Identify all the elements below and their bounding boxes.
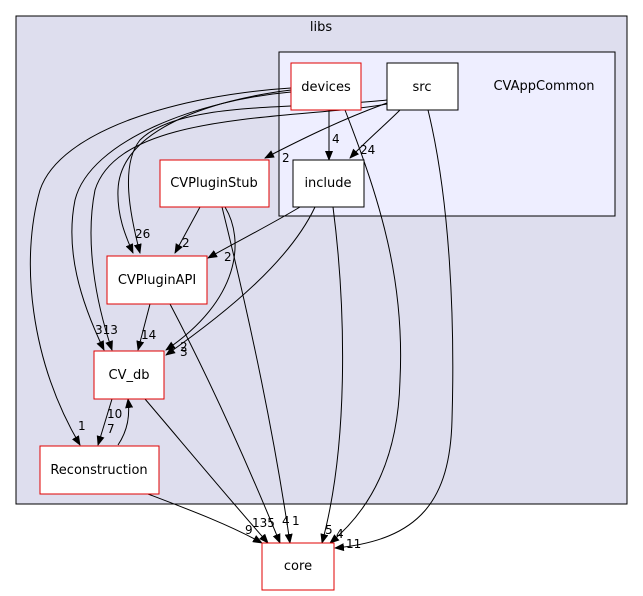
edge-label-include-cvdb: 3 <box>180 345 188 359</box>
node-reconstruction-label: Reconstruction <box>50 463 147 478</box>
node-cvpluginstub[interactable]: CVPluginStub <box>159 159 270 208</box>
edge-src-cvdb <box>90 103 388 351</box>
edge-label-core-11: 11 <box>346 537 361 551</box>
node-core[interactable]: core <box>261 542 335 591</box>
node-include[interactable]: include <box>292 159 365 208</box>
node-core-label: core <box>284 559 312 574</box>
edge-devices-reconstruction <box>29 87 292 446</box>
edge-src-cvpluginstub <box>264 102 388 159</box>
edge-label-devices-include: 4 <box>332 132 340 146</box>
edge-label-core-5: 5 <box>325 523 333 537</box>
edge-label-core-135: 135 <box>252 516 275 530</box>
edge-label-core-4a: 4 <box>282 514 290 528</box>
node-src[interactable]: src <box>386 62 459 111</box>
edge-devices-core <box>329 109 402 544</box>
edge-api-core <box>169 303 281 544</box>
edge-label-stub-cvdb: 2 <box>180 340 188 354</box>
edge-label-devices-reconstruction: 1 <box>78 419 86 433</box>
node-cvpluginstub-label: CVPluginStub <box>170 176 258 191</box>
edge-reconstruction-core <box>147 493 263 544</box>
edge-stub-core <box>221 206 293 544</box>
edge-label-api-26: 26 <box>135 227 150 241</box>
cvappcommon-cluster-label: CVAppCommon <box>493 79 594 94</box>
libs-cluster-label: libs <box>310 20 332 35</box>
edge-label-core-9: 9 <box>245 523 253 537</box>
edge-stub-api <box>174 206 201 254</box>
edge-src-include <box>349 109 401 159</box>
edge-label-api-cvdb: 14 <box>141 328 156 342</box>
node-cvpluginapi[interactable]: CVPluginAPI <box>106 255 208 305</box>
node-src-label: src <box>413 80 432 95</box>
node-include-label: include <box>304 176 351 191</box>
edge-label-src-include: 24 <box>360 143 375 157</box>
node-devices-label: devices <box>301 80 351 95</box>
node-cvpluginapi-label: CVPluginAPI <box>118 273 196 288</box>
edge-label-include-api: 2 <box>224 250 232 264</box>
node-devices[interactable]: devices <box>290 62 362 111</box>
node-reconstruction[interactable]: Reconstruction <box>39 445 160 495</box>
edge-stub-cvdb <box>165 206 236 351</box>
edge-reconstruction-cvdb <box>117 398 134 446</box>
edge-label-src-stub: 2 <box>282 151 290 165</box>
edge-label-cvdb-313: 313 <box>95 323 118 337</box>
edge-label-core-1: 1 <box>292 514 300 528</box>
edge-label-core-4b: 4 <box>336 527 344 541</box>
node-cv-db-label: CV_db <box>109 368 150 383</box>
edge-include-core <box>320 206 344 544</box>
node-cv-db[interactable]: CV_db <box>93 350 165 400</box>
edge-cvdb-reconstruction <box>96 398 113 446</box>
edge-cvdb-core <box>144 398 269 544</box>
edge-label-cvdb-reconstruction: 7 <box>107 422 115 436</box>
edge-include-api <box>207 206 301 259</box>
edge-api-cvdb <box>136 303 151 351</box>
edge-include-cvdb <box>165 206 316 356</box>
edge-label-stub-api: 2 <box>182 236 190 250</box>
edge-label-reconstruction-cvdb: 10 <box>107 407 122 421</box>
edge-src-core <box>334 109 454 552</box>
edge-devices-cvdb <box>71 91 292 351</box>
